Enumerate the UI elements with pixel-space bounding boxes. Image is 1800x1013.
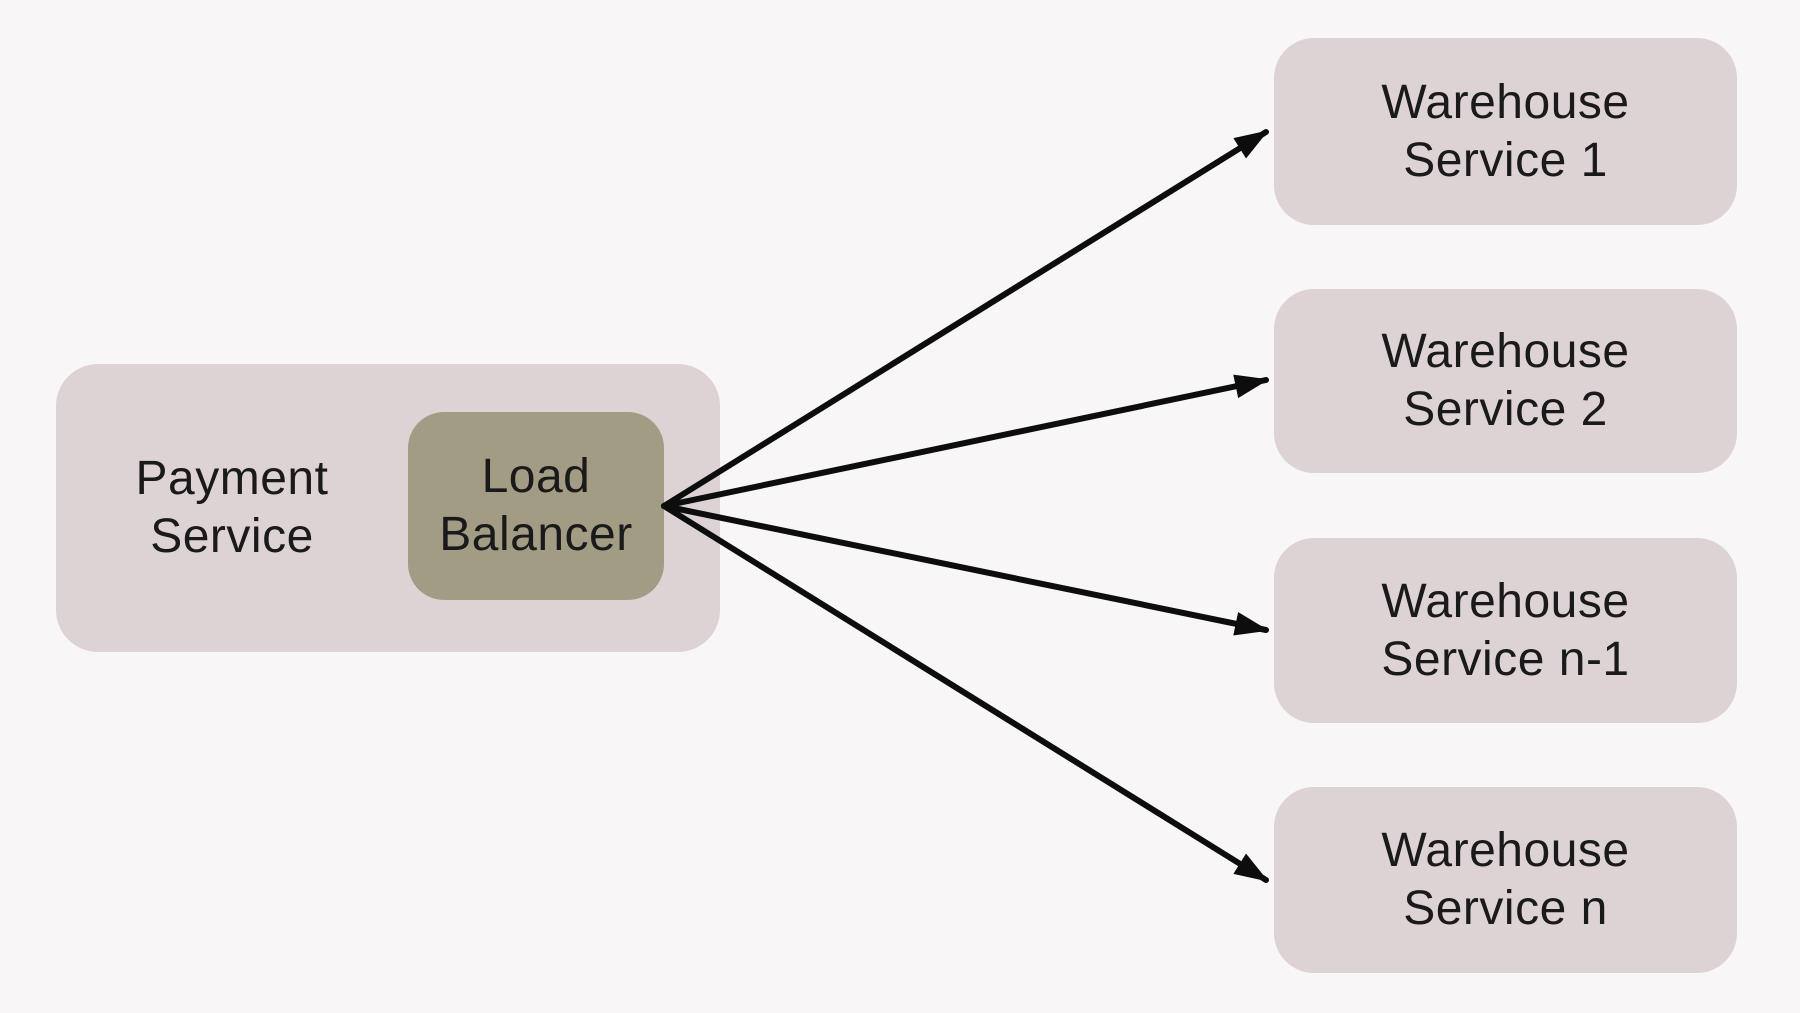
warehouse-service-n-label: Warehouse Service n — [1381, 824, 1630, 935]
warehouse-service-n-node: Warehouse Service n — [1274, 787, 1737, 973]
load-balancer-node: Load Balancer — [408, 412, 664, 600]
arrow-load-balancer-to-warehouse-2 — [661, 374, 1269, 509]
warehouse-service-n-1-label: Warehouse Service n-1 — [1381, 574, 1630, 686]
load-balancer-label: Load Balancer — [439, 450, 633, 561]
warehouse-service-2-node: Warehouse Service 2 — [1274, 289, 1737, 473]
arrow-load-balancer-to-warehouse-1 — [661, 129, 1269, 509]
arrow-load-balancer-to-warehouse-n — [661, 503, 1269, 883]
warehouse-service-1-node: Warehouse Service 1 — [1274, 38, 1737, 225]
arrow-load-balancer-to-warehouse-n-1 — [661, 503, 1269, 636]
payment-service-node: Payment Service Load Balancer — [56, 364, 720, 652]
warehouse-service-2-label: Warehouse Service 2 — [1381, 325, 1630, 436]
payment-service-label-zone: Payment Service — [56, 364, 408, 652]
warehouse-service-n-1-node: Warehouse Service n-1 — [1274, 538, 1737, 723]
payment-service-label: Payment Service — [135, 452, 329, 563]
warehouse-service-1-label: Warehouse Service 1 — [1381, 75, 1630, 187]
